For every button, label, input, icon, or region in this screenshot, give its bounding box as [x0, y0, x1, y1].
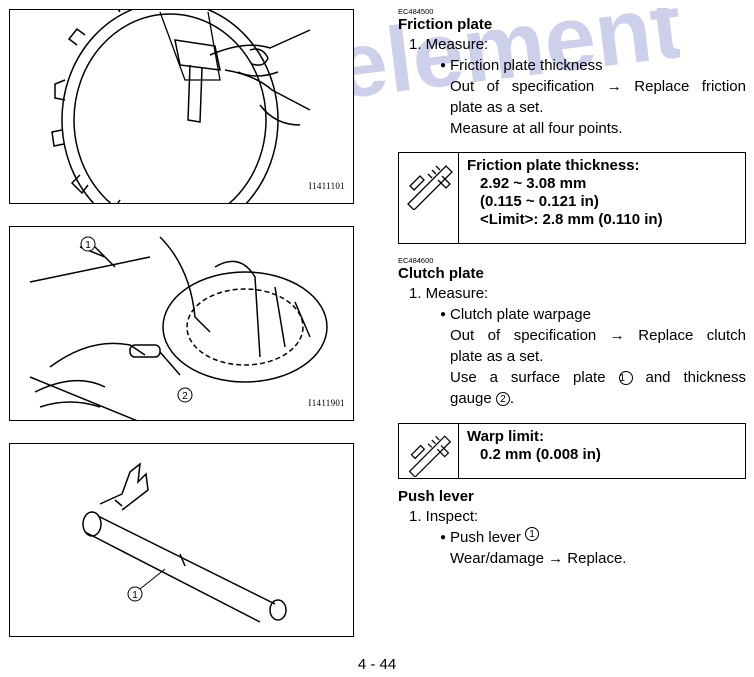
spec-value: 2.92 ~ 3.08 mm	[480, 175, 587, 192]
bullet-item: ●Push lever 1	[398, 527, 746, 548]
spec-limit: <Limit>: 2.8 mm (0.110 in)	[480, 211, 663, 228]
ref-1: 1	[525, 527, 540, 541]
step-1: 1. Inspect:	[409, 508, 479, 525]
text-line: Use a surface plate 1 and thickness	[450, 369, 746, 386]
text-line: plate as a set.	[450, 99, 544, 116]
ref-2: 2	[495, 392, 510, 406]
section-code: EC484600	[398, 256, 434, 265]
text-line: Out of specification → Replace friction	[450, 78, 746, 95]
section-title: Push lever	[398, 488, 474, 505]
spec-value: (0.115 ~ 0.121 in)	[480, 193, 599, 210]
caliper-icon	[399, 424, 459, 478]
section-push-lever: Push lever 1. Inspect: ●Push lever 1 Wea…	[398, 488, 746, 569]
bullet-item: ●Friction plate thickness	[439, 57, 603, 74]
section-title: Clutch plate	[398, 265, 484, 282]
text-line: gauge 2.	[450, 390, 515, 407]
spec-box-warp: Warp limit: 0.2 mm (0.008 in)	[398, 423, 746, 479]
callout-1: 1	[132, 590, 138, 601]
section-code: EC484500	[398, 7, 434, 16]
step-1: 1. Measure:	[409, 36, 489, 53]
figure-code: I1411901	[308, 398, 345, 408]
figure-clutch-plate: 1 2 I1411901	[9, 226, 354, 421]
spec-box-thickness: Friction plate thickness: 2.92 ~ 3.08 mm…	[398, 152, 746, 244]
friction-plate-illustration	[51, 10, 311, 203]
spec-label: Warp limit:	[467, 428, 544, 445]
caliper-icon	[399, 153, 459, 243]
section-title: Friction plate	[398, 16, 493, 33]
text-line: Out of specification → Replace clutch	[450, 327, 746, 344]
ref-1: 1	[618, 371, 633, 385]
text-line: Measure at all four points.	[450, 120, 623, 137]
figure-code: I1411101	[308, 181, 345, 191]
figure-push-lever: 1	[9, 443, 354, 637]
figure-friction-plate: I1411101	[9, 9, 354, 204]
callout-1: 1	[85, 240, 91, 251]
clutch-plate-illustration: 1 2	[29, 236, 328, 420]
section-clutch-plate: EC484600 Clutch plate 1. Measure: ●Clutc…	[398, 257, 746, 409]
bullet-item: ●Clutch plate warpage	[439, 306, 591, 323]
callout-2: 2	[182, 391, 188, 402]
step-1: 1. Measure:	[409, 285, 489, 302]
text-line: Wear/damage → Replace.	[450, 550, 627, 567]
spec-value: 0.2 mm (0.008 in)	[480, 446, 601, 463]
section-friction-plate: EC484500 Friction plate 1. Measure: ●Fri…	[398, 8, 746, 139]
page-number: 4 - 44	[357, 656, 397, 673]
text-line: plate as a set.	[450, 348, 544, 365]
push-lever-illustration: 1	[82, 462, 287, 623]
spec-label: Friction plate thickness:	[467, 157, 640, 174]
